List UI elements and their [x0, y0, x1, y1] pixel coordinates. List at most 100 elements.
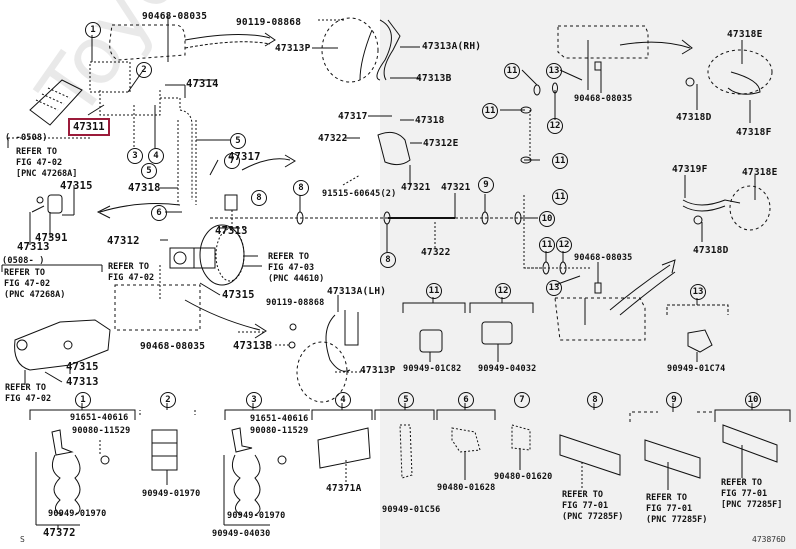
- part-label[interactable]: 90468-08035: [574, 94, 633, 104]
- part-label[interactable]: 47318D: [693, 245, 729, 256]
- part-label[interactable]: 47321: [401, 182, 431, 193]
- callout-8[interactable]: 8: [251, 190, 267, 206]
- callout-7-group[interactable]: 7: [514, 392, 530, 408]
- part-label[interactable]: 47313B: [233, 340, 273, 352]
- part-label[interactable]: 90949-04030: [212, 529, 271, 539]
- part-label[interactable]: 47318: [415, 115, 445, 126]
- refer-note[interactable]: REFER TO FIG 47-03 (PNC 44610): [268, 252, 325, 284]
- callout-5[interactable]: 5: [141, 163, 157, 179]
- part-label[interactable]: 47322: [318, 133, 348, 144]
- part-label[interactable]: 47318D: [676, 112, 712, 123]
- callout-5[interactable]: 5: [230, 133, 246, 149]
- part-label[interactable]: 47312E: [423, 138, 459, 149]
- callout-11[interactable]: 11: [539, 237, 555, 253]
- part-label[interactable]: 47315: [66, 361, 99, 373]
- refer-note[interactable]: REFER TO FIG 47-02: [5, 383, 52, 404]
- callout-13[interactable]: 13: [546, 280, 562, 296]
- callout-11[interactable]: 11: [504, 63, 520, 79]
- callout-12-group[interactable]: 12: [495, 283, 511, 299]
- part-label[interactable]: 90468-08035: [142, 11, 208, 22]
- part-label[interactable]: 90949-01970: [48, 509, 107, 519]
- refer-note[interactable]: REFER TO FIG 77-01 (PNC 77285F): [562, 490, 624, 522]
- part-label[interactable]: 47391: [35, 232, 68, 244]
- callout-3[interactable]: 3: [127, 148, 143, 164]
- callout-2[interactable]: 2: [136, 62, 152, 78]
- callout-9[interactable]: 9: [478, 177, 494, 193]
- reservoir-cap-outline: [29, 79, 83, 126]
- callout-11-group[interactable]: 11: [426, 283, 442, 299]
- refer-note[interactable]: REFER TO FIG 77-01 [PNC 77285F]: [721, 478, 783, 510]
- part-label[interactable]: 47312: [107, 235, 140, 247]
- callout-8[interactable]: 8: [380, 252, 396, 268]
- part-label[interactable]: 90949-01970: [142, 489, 201, 499]
- part-label[interactable]: 90949-04032: [478, 364, 537, 374]
- part-label[interactable]: 47315: [222, 289, 255, 301]
- part-label[interactable]: 47313A(LH): [327, 286, 387, 297]
- part-label[interactable]: 90468-08035: [140, 341, 206, 352]
- part-label[interactable]: 47314: [186, 78, 219, 90]
- part-label[interactable]: 47313P: [360, 365, 396, 376]
- callout-7[interactable]: 7: [224, 153, 240, 169]
- part-label[interactable]: 91651-40616: [250, 414, 309, 424]
- callout-6-group[interactable]: 6: [458, 392, 474, 408]
- master-cylinder: [14, 319, 111, 371]
- callout-12[interactable]: 12: [547, 118, 563, 134]
- part-label[interactable]: 47313: [17, 241, 50, 253]
- callout-4-group[interactable]: 4: [335, 392, 351, 408]
- part-label[interactable]: 90949-01C56: [382, 505, 441, 515]
- part-label[interactable]: 47317: [338, 111, 368, 122]
- highlighted-part-47311[interactable]: 47311: [68, 118, 110, 136]
- callout-6[interactable]: 6: [151, 205, 167, 221]
- callout-2-group[interactable]: 2: [160, 392, 176, 408]
- part-label[interactable]: 90080-11529: [72, 426, 131, 436]
- part-label[interactable]: 47315: [60, 180, 93, 192]
- part-label[interactable]: 90949-01C74: [667, 364, 726, 374]
- part-label[interactable]: 90480-01620: [494, 472, 553, 482]
- callout-3-group[interactable]: 3: [246, 392, 262, 408]
- part-label[interactable]: 47322: [421, 247, 451, 258]
- part-label[interactable]: 47372: [43, 527, 76, 539]
- refer-note[interactable]: REFER TO FIG 77-01 (PNC 77285F): [646, 493, 708, 525]
- part-label[interactable]: 47313A(RH): [422, 41, 482, 52]
- part-label[interactable]: 90949-01C82: [403, 364, 462, 374]
- callout-11[interactable]: 11: [482, 103, 498, 119]
- part-label[interactable]: 90949-01970: [227, 511, 286, 521]
- callout-8[interactable]: 8: [293, 180, 309, 196]
- callout-8-group[interactable]: 8: [587, 392, 603, 408]
- part-label[interactable]: 47317: [228, 151, 261, 163]
- callout-12[interactable]: 12: [556, 237, 572, 253]
- part-label[interactable]: 91651-40616: [70, 413, 129, 423]
- part-label[interactable]: 47318E: [727, 29, 763, 40]
- callout-10-group[interactable]: 10: [745, 392, 761, 408]
- callout-5-group[interactable]: 5: [398, 392, 414, 408]
- part-label[interactable]: 47313P: [275, 43, 311, 54]
- part-label[interactable]: 47318F: [736, 127, 772, 138]
- part-label[interactable]: 47318E: [742, 167, 778, 178]
- callout-10[interactable]: 10: [539, 211, 555, 227]
- refer-note[interactable]: REFER TO FIG 47-02 [PNC 47268A]: [16, 147, 78, 179]
- part-label[interactable]: 47319F: [672, 164, 708, 175]
- part-label[interactable]: 47321: [441, 182, 471, 193]
- callout-4[interactable]: 4: [148, 148, 164, 164]
- callout-11[interactable]: 11: [552, 189, 568, 205]
- callout-13[interactable]: 13: [546, 63, 562, 79]
- callout-13-group[interactable]: 13: [690, 284, 706, 300]
- refer-note[interactable]: REFER TO FIG 47-02: [108, 262, 155, 283]
- part-label[interactable]: 90480-01628: [437, 483, 496, 493]
- part-label[interactable]: 91515-60645(2): [322, 189, 397, 199]
- part-label[interactable]: 90119-08868: [236, 17, 302, 28]
- refer-note[interactable]: REFER TO FIG 47-02 (PNC 47268A): [4, 268, 66, 300]
- part-label[interactable]: 90468-08035: [574, 253, 633, 263]
- part-label[interactable]: 90080-11529: [250, 426, 309, 436]
- part-label[interactable]: 47313: [66, 376, 99, 388]
- callout-9-group[interactable]: 9: [666, 392, 682, 408]
- part-label[interactable]: 90119-08868: [266, 298, 325, 308]
- part-label[interactable]: 47371A: [326, 483, 362, 494]
- callout-1[interactable]: 1: [85, 22, 101, 38]
- part-label[interactable]: 47313: [215, 225, 248, 237]
- callout-11[interactable]: 11: [552, 153, 568, 169]
- part-label[interactable]: 47318: [128, 182, 161, 194]
- callout-1-group[interactable]: 1: [75, 392, 91, 408]
- part-label[interactable]: 47313B: [416, 73, 452, 84]
